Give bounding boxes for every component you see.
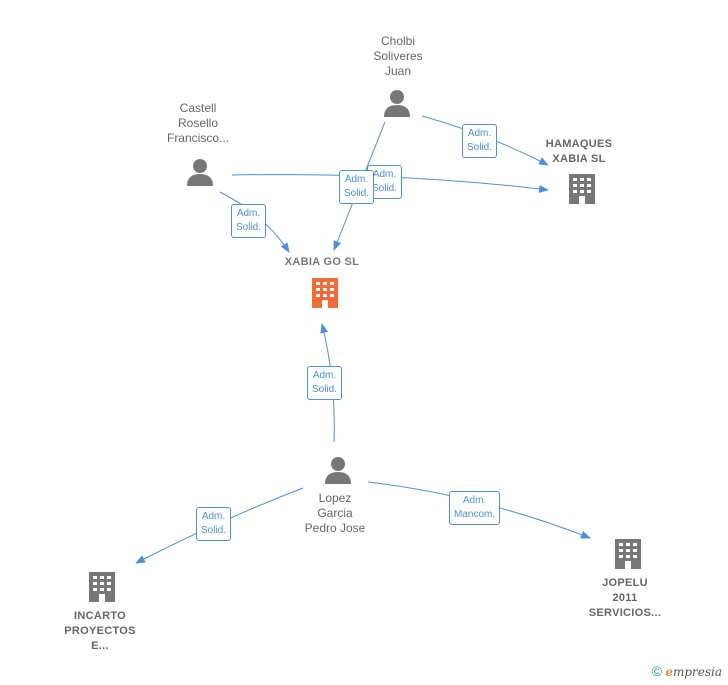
building-icon[interactable] (612, 537, 644, 571)
company-label-hamaques[interactable]: HAMAQUES XABIA SL (545, 138, 613, 165)
role-badge-cholbi-xabia-go: Adm.Solid. (339, 170, 375, 204)
building-icon[interactable] (566, 172, 598, 206)
role-badge-lopez-incarto: Adm.Solid. (196, 507, 232, 541)
role-badge-lopez-xabia-go: Adm.Solid. (307, 366, 343, 400)
empresia-logo: © empresia (652, 663, 722, 679)
role-badge-castell-xabia-go: Adm.Solid. (231, 204, 267, 238)
person-label-lopez[interactable]: Lopez Garcia Pedro Jose (304, 491, 366, 535)
role-badge-cholbi-hamaques: Adm.Solid. (462, 124, 498, 158)
role-badge-lopez-jopelu: Adm.Mancom. (449, 491, 501, 525)
company-label-xabia-go[interactable]: XABIA GO SL (284, 256, 360, 268)
brand-e: e (665, 665, 673, 679)
company-label-incarto[interactable]: INCARTO PROYECTOS E... (64, 610, 136, 652)
person-icon[interactable] (324, 455, 352, 485)
person-icon[interactable] (383, 88, 411, 118)
brand-name: mpresia (672, 665, 722, 679)
person-label-cholbi[interactable]: Cholbi Soliveres Juan (373, 34, 423, 78)
building-icon[interactable] (86, 570, 118, 604)
copyright-icon: © (651, 663, 662, 679)
building-icon[interactable] (309, 276, 341, 310)
company-label-jopelu[interactable]: JOPELU 2011 SERVICIOS... (588, 577, 662, 619)
person-icon[interactable] (186, 157, 214, 187)
person-label-castell[interactable]: Castell Rosello Francisco... (166, 101, 229, 145)
